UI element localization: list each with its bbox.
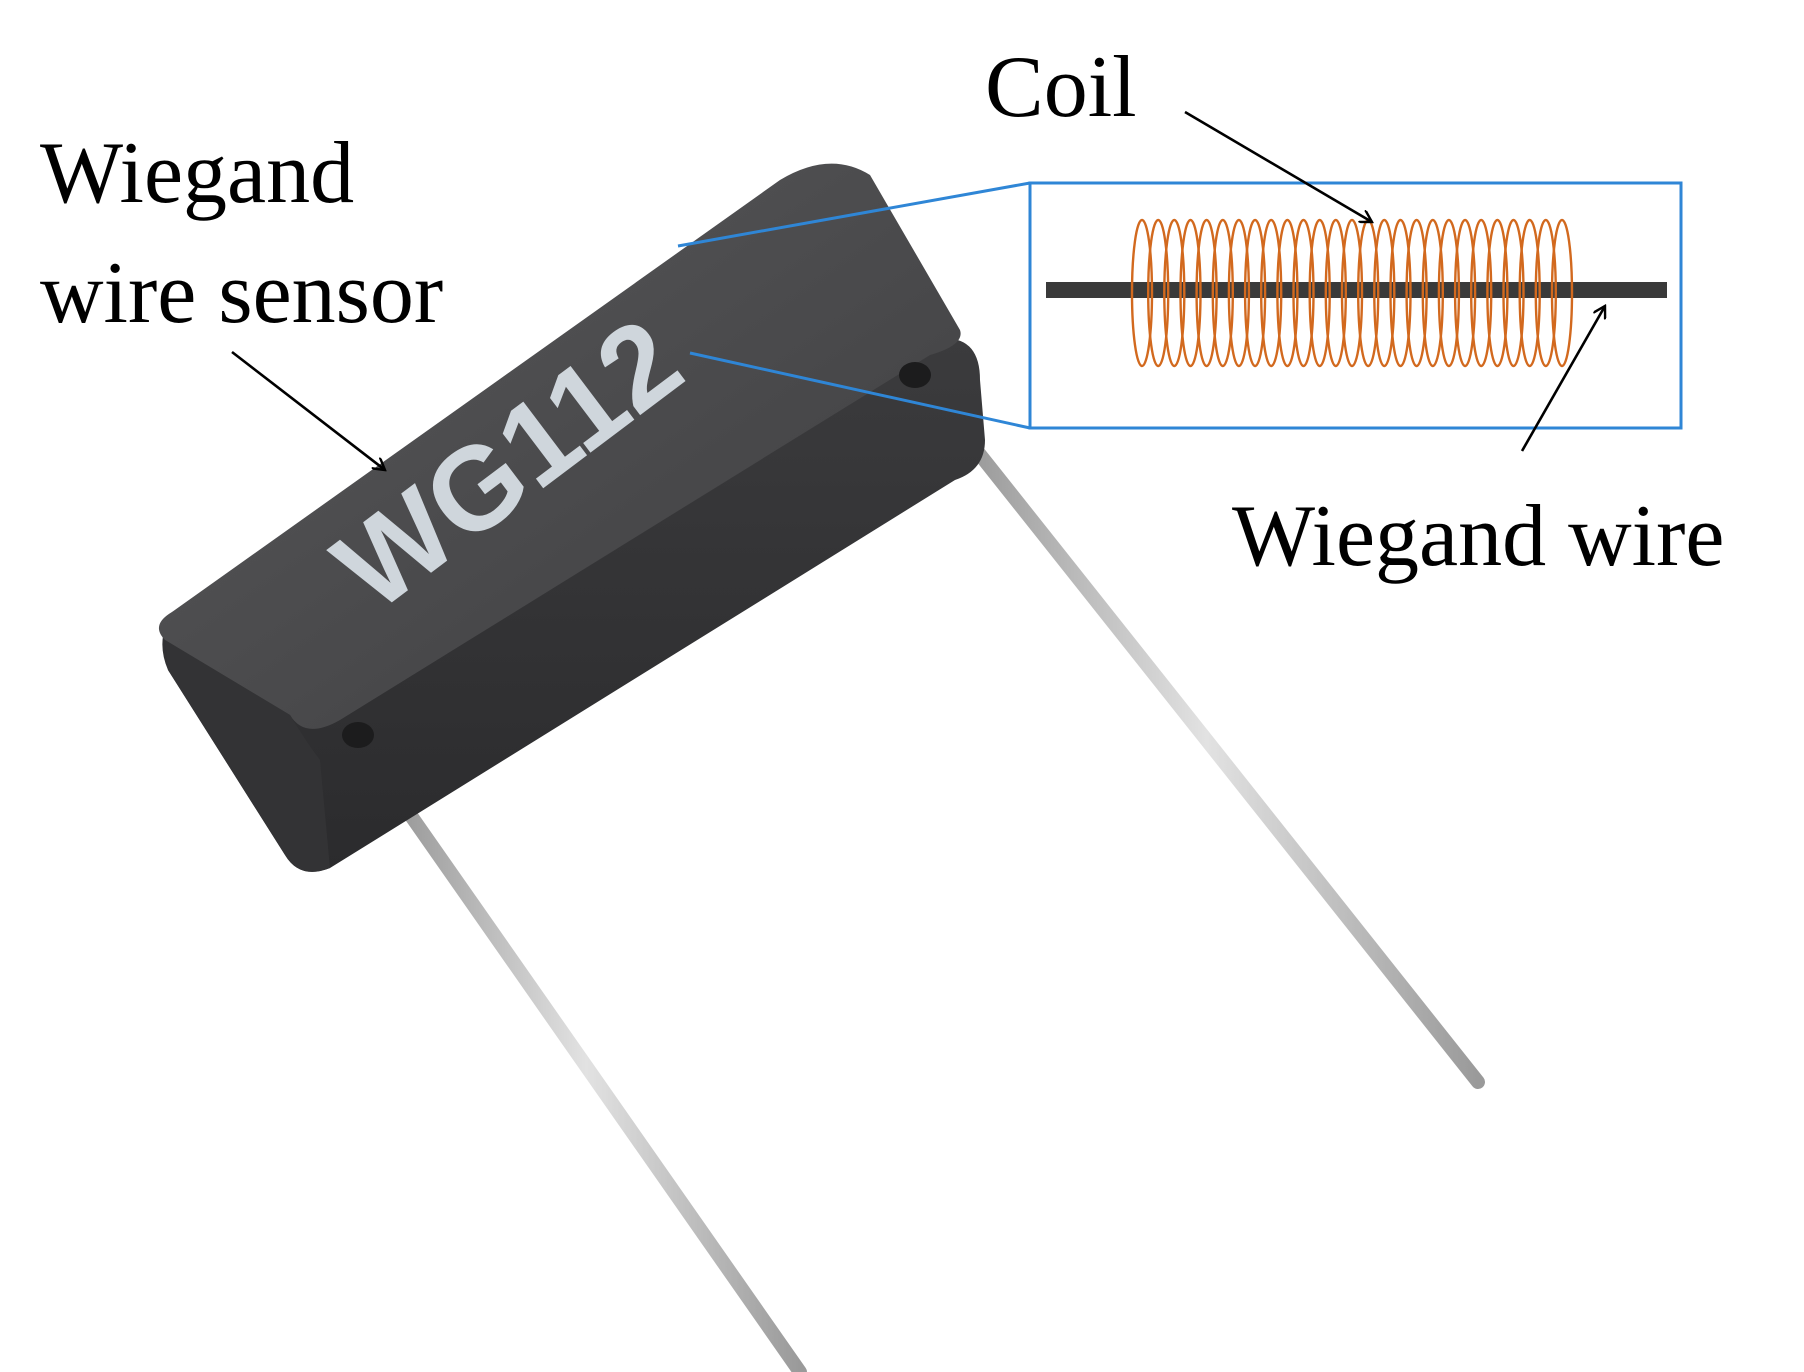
lead-hole-left <box>342 722 374 748</box>
coil-loop <box>1146 218 1170 368</box>
coil-loop <box>1163 218 1186 368</box>
lead-hole-right <box>899 362 931 388</box>
coil-loop <box>1518 218 1541 368</box>
coil-winding <box>1130 218 1574 368</box>
callout-line-bottom <box>689 351 1031 430</box>
coil-loop <box>1550 218 1574 368</box>
coil-loop <box>1534 218 1558 368</box>
coil-loop <box>1373 218 1396 368</box>
lead-left <box>365 753 807 1372</box>
coil-loop <box>1389 218 1412 368</box>
coil-loop <box>1211 218 1235 368</box>
coil-loop <box>1486 218 1509 368</box>
annotation-arrows <box>231 110 1605 470</box>
sensor-top-face <box>158 163 961 729</box>
sensor-label-line2: wire sensor <box>40 245 443 342</box>
coil-loop <box>1292 218 1315 368</box>
annotation-labels: Wiegand wire sensor Coil Wiegand wire <box>40 39 1724 585</box>
coil-loop <box>1421 218 1445 368</box>
coil-loop <box>1502 218 1525 368</box>
coil-loop <box>1259 218 1283 368</box>
coil-loop <box>1227 218 1251 368</box>
coil-loop <box>1130 218 1154 368</box>
coil-loop <box>1195 218 1218 368</box>
sensor-leads <box>365 391 1485 1372</box>
sensor-end-face <box>165 640 330 872</box>
coil-loop <box>1437 218 1461 368</box>
callout-line-top <box>677 181 1031 248</box>
coil-loop <box>1179 218 1202 368</box>
coil-loop <box>1405 218 1428 368</box>
lead-right <box>928 391 1485 1089</box>
inset-detail <box>1028 181 1683 430</box>
coil-loop <box>1308 218 1331 368</box>
coil-loop <box>1276 218 1299 368</box>
sensor-label-line1: Wiegand <box>40 125 354 222</box>
coil-loop <box>1243 218 1267 368</box>
coil-loop <box>1453 218 1477 368</box>
coil-arrow <box>1184 110 1372 222</box>
coil-loop <box>1324 218 1348 368</box>
wiegand-wire-label: Wiegand wire <box>1232 488 1724 585</box>
wiegand-wire-arrow <box>1520 306 1605 452</box>
callout-lines <box>677 181 1031 430</box>
sensor-arrow <box>231 350 385 470</box>
coil-loop <box>1340 218 1364 368</box>
coil-label: Coil <box>985 39 1137 136</box>
coil-loop <box>1469 218 1493 368</box>
inset-box <box>1028 181 1683 430</box>
